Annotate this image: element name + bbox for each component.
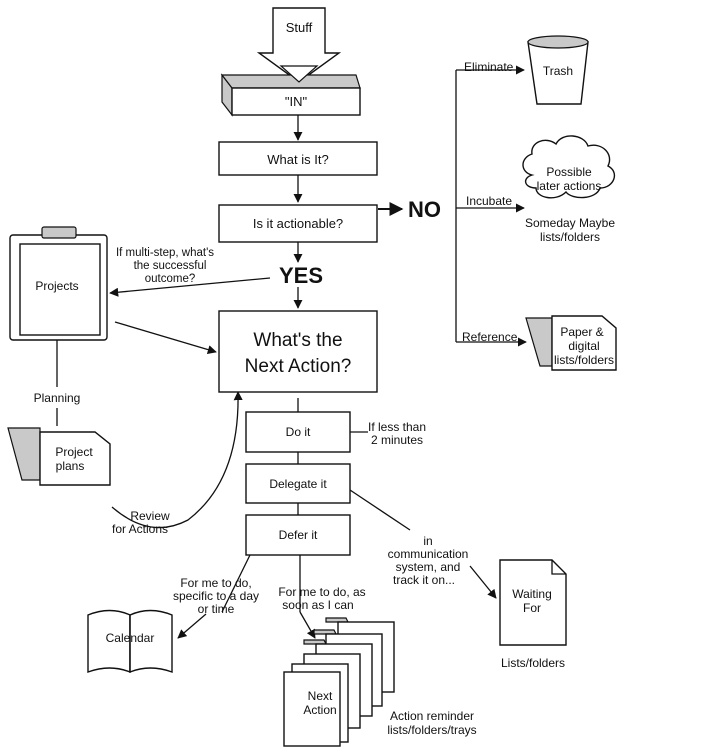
possible-line2: later actions — [537, 179, 602, 193]
defer-it-label: Defer it — [279, 528, 318, 542]
trash-label: Trash — [543, 64, 573, 78]
project-plans-line1: Project — [55, 445, 93, 459]
project-plans-line2: plans — [56, 459, 85, 473]
what-is-it-box: What is It? — [218, 141, 378, 176]
projects-label: Projects — [35, 279, 78, 293]
connectors — [56, 65, 527, 639]
calendar-book: Calendar — [87, 609, 173, 674]
me-day-line3: or time — [198, 602, 235, 616]
eliminate-label: Eliminate — [464, 60, 514, 74]
comm-line2: communication — [388, 547, 469, 561]
actionable-label: Is it actionable? — [253, 216, 343, 231]
someday-line1: Someday Maybe — [525, 216, 615, 230]
reference-folder: Paper & digital lists/folders — [525, 315, 617, 371]
next-action-box: What's the Next Action? — [218, 310, 378, 393]
paper-line2: digital — [568, 339, 599, 353]
yes-label: YES — [279, 263, 323, 288]
waiting-line2: For — [523, 601, 541, 615]
trash-can: Trash — [527, 35, 589, 105]
project-plans-folder: Project plans — [7, 427, 111, 486]
stuff-node: Stuff — [256, 7, 342, 83]
someday-line2: lists/folders — [540, 230, 600, 244]
possible-later-cloud: Possible later actions — [522, 135, 616, 199]
me-day-line2: specific to a day — [173, 589, 259, 603]
comm-line3: system, and — [396, 560, 461, 574]
next-action-line1: What's the — [253, 330, 342, 351]
reminder-line2: lists/folders/trays — [387, 723, 476, 737]
waiting-for-page: Waiting For — [499, 559, 567, 646]
next-card-line1: Next — [308, 689, 333, 703]
in-tray-label: "IN" — [285, 94, 308, 109]
in-tray: "IN" — [220, 73, 361, 117]
waiting-line1: Waiting — [512, 587, 552, 601]
planning-label: Planning — [34, 391, 81, 405]
reminder-line1: Action reminder — [390, 709, 474, 723]
what-is-it-label: What is It? — [267, 152, 328, 167]
do-it-label: Do it — [286, 425, 311, 439]
possible-line1: Possible — [546, 165, 592, 179]
me-soon-line2: soon as I can — [282, 598, 353, 612]
no-label: NO — [408, 197, 441, 222]
next-card-line2: Action — [303, 703, 336, 717]
me-day-line1: For me to do, — [180, 576, 251, 590]
multistep-line2: the successful — [134, 260, 207, 272]
delegate-it-label: Delegate it — [269, 477, 327, 491]
actionable-box: Is it actionable? — [218, 204, 378, 243]
paper-line1: Paper & — [560, 325, 603, 339]
comm-line4: track it on... — [393, 573, 455, 587]
me-soon-line1: For me to do, as — [278, 585, 365, 599]
incubate-label: Incubate — [466, 194, 512, 208]
next-action-line2: Next Action? — [245, 356, 352, 377]
delegate-it-box: Delegate it — [245, 463, 351, 504]
comm-line1: in — [423, 534, 432, 548]
less-than-line2: 2 minutes — [371, 433, 423, 447]
projects-clipboard: Projects — [9, 226, 108, 341]
multistep-line1: If multi-step, what's — [116, 247, 214, 259]
review-line2: for Actions — [112, 522, 168, 536]
next-action-stack: Next Action — [283, 617, 395, 747]
do-it-box: Do it — [245, 411, 351, 453]
defer-it-box: Defer it — [245, 514, 351, 556]
stuff-arrow-tip — [279, 65, 319, 83]
multistep-line3: outcome? — [145, 273, 196, 285]
lists-folders-label: Lists/folders — [501, 656, 565, 670]
review-line1: Review — [130, 509, 170, 523]
less-than-line1: If less than — [368, 420, 426, 434]
stuff-label: Stuff — [286, 20, 313, 35]
calendar-label: Calendar — [106, 631, 155, 645]
reference-label: Reference — [462, 330, 518, 344]
paper-line3: lists/folders — [554, 353, 614, 367]
